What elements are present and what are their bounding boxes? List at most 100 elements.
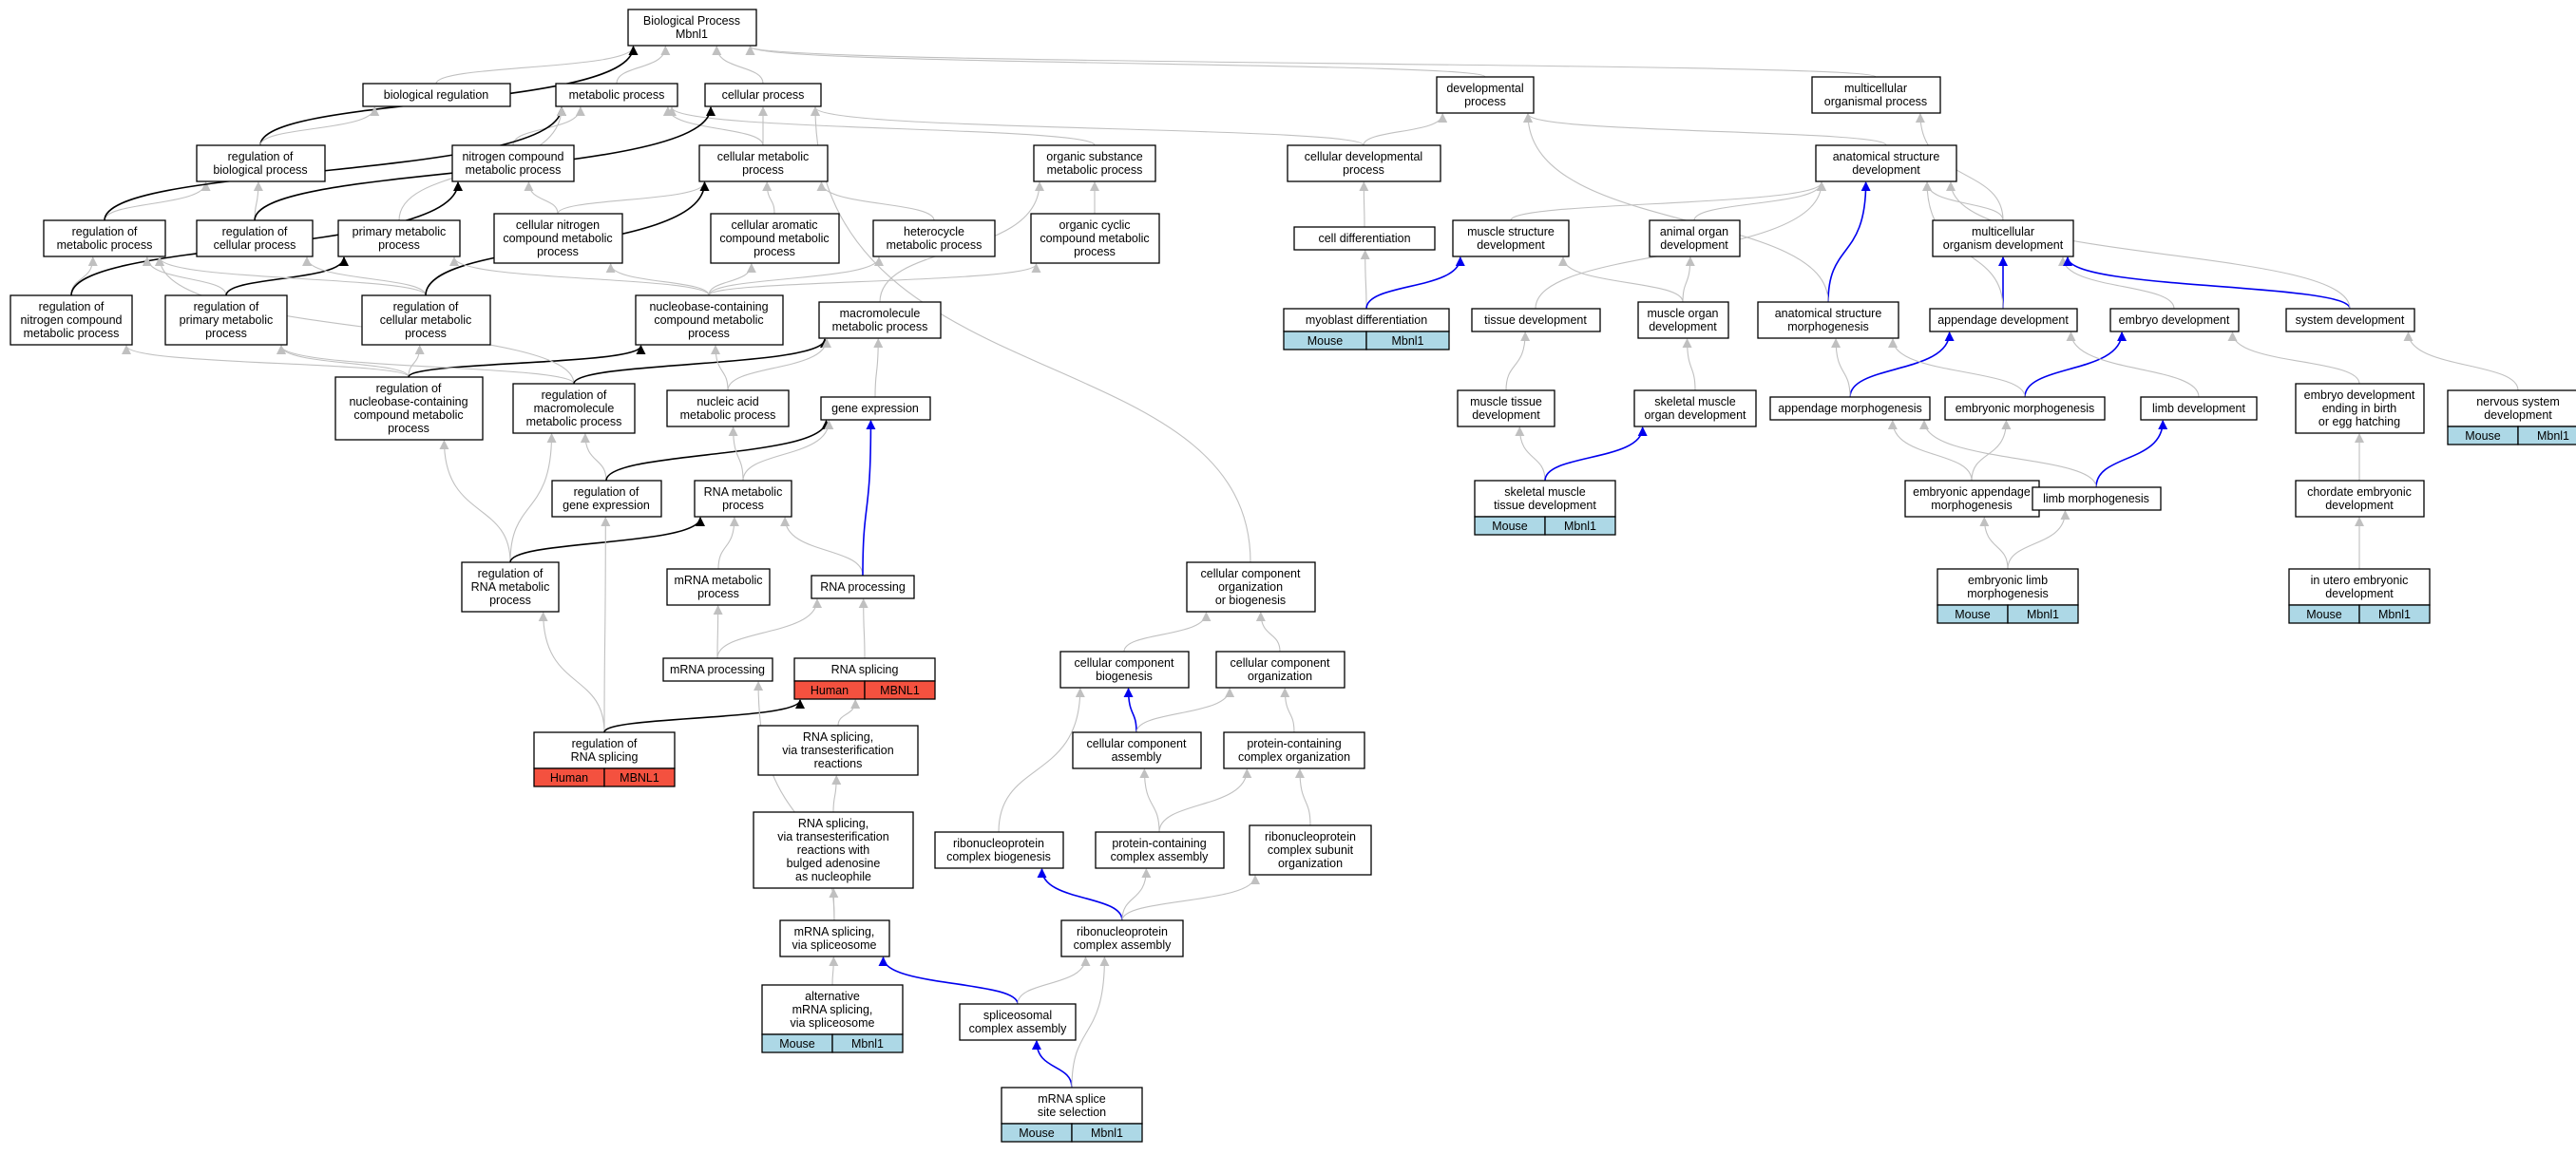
go-term-rnabulged[interactable]: RNA splicing,via transesterificationreac… bbox=[753, 811, 914, 889]
edge-ribobio-to-ccbio bbox=[998, 688, 1085, 833]
term-label-line: myoblast differentiation bbox=[1306, 313, 1427, 327]
go-term-geneexp[interactable]: gene expression bbox=[820, 396, 931, 421]
term-box bbox=[551, 480, 662, 518]
edge-ccasm-to-ccorg bbox=[1135, 688, 1235, 733]
term-label-line: ribonucleoprotein bbox=[1265, 830, 1356, 843]
gene-tag-cell bbox=[2358, 604, 2431, 624]
go-term-appmorph[interactable]: appendage morphogenesis bbox=[1769, 396, 1931, 421]
term-label-line: via spliceosome bbox=[791, 1016, 875, 1030]
go-term-bioreg[interactable]: biological regulation bbox=[362, 83, 511, 107]
edge-embbirth-to-embdev bbox=[2227, 331, 2360, 385]
edge-limbmorph-to-limbdev bbox=[2095, 420, 2168, 488]
go-term-appdev[interactable]: appendage development bbox=[1929, 308, 2078, 332]
term-label-line: system development bbox=[2296, 313, 2405, 327]
go-term-mrnaproc[interactable]: mRNA processing bbox=[662, 657, 773, 682]
edge-regcellmet-to-regmet bbox=[155, 256, 427, 296]
term-label-line: morphogenesis bbox=[1931, 499, 2012, 512]
go-term-limbmorph[interactable]: limb morphogenesis bbox=[2032, 486, 2162, 511]
term-box bbox=[164, 294, 288, 346]
gene-tag-label: Mbnl1 bbox=[2378, 608, 2411, 621]
edge-protasm-to-ccasm bbox=[1139, 768, 1160, 833]
go-term-rnatrans[interactable]: RNA splicing,via transesterificationreac… bbox=[757, 725, 919, 776]
go-term-limbdev[interactable]: limb development bbox=[2140, 396, 2258, 421]
go-term-rnaproc[interactable]: RNA processing bbox=[811, 575, 915, 599]
edge-mrnasite-to-spliceasm bbox=[1031, 1040, 1073, 1089]
go-term-sysdev[interactable]: system development bbox=[2285, 308, 2415, 332]
go-term-celldiff[interactable]: cell differentiation bbox=[1293, 226, 1436, 251]
edge-nucbase-to-primmet bbox=[449, 256, 710, 296]
go-term-regnuc[interactable]: regulation ofnucleobase-containingcompou… bbox=[334, 376, 484, 441]
go-term-tissuedev[interactable]: tissue development bbox=[1471, 308, 1601, 332]
gene-tag-cell bbox=[831, 1033, 904, 1053]
go-term-embmorph[interactable]: embryonic morphogenesis bbox=[1944, 396, 2106, 421]
term-label-line: appendage development bbox=[1937, 313, 2069, 327]
species-tag-label: Mouse bbox=[2306, 608, 2342, 621]
go-term-metab[interactable]: metabolic process bbox=[555, 83, 678, 107]
go-term-cellp[interactable]: cellular process bbox=[704, 83, 822, 107]
term-label-line: cellular component bbox=[1087, 737, 1187, 750]
edge-limbdev-to-appdev bbox=[2066, 331, 2200, 398]
edge-mrnasite-to-riboasm bbox=[1071, 956, 1110, 1089]
term-label-line: multicellular bbox=[1972, 225, 2034, 238]
go-term-mrnaspl[interactable]: mRNA splicing,via spliceosome bbox=[779, 919, 890, 957]
term-label-line: multicellular bbox=[1844, 82, 1907, 95]
go-term-embdev[interactable]: embryo development bbox=[2109, 308, 2240, 332]
